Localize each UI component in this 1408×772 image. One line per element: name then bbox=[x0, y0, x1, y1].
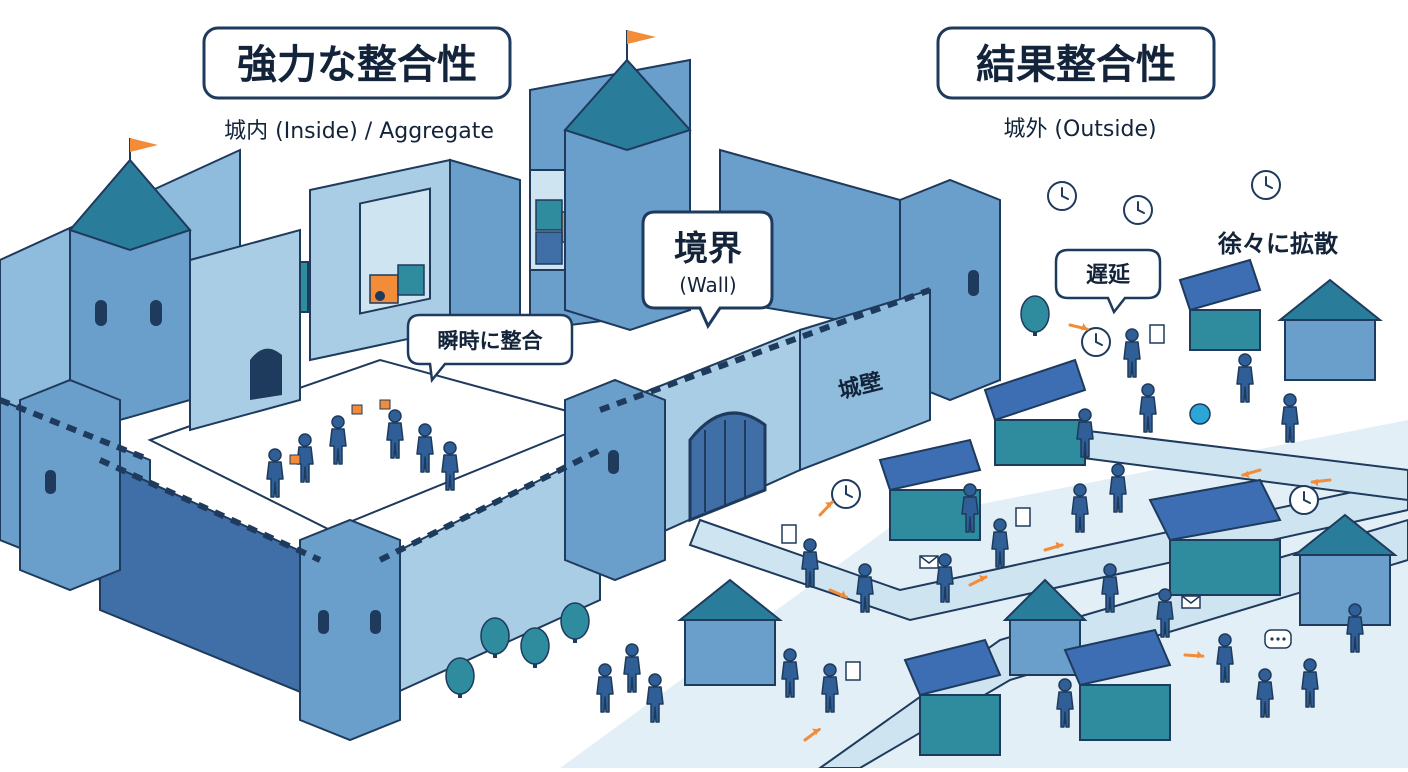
boundary-label: 境界 (Wall) bbox=[643, 212, 772, 326]
eventual-title: 結果整合性 bbox=[976, 42, 1176, 88]
latency-text: 遅延 bbox=[1086, 263, 1131, 288]
instant-label: 瞬時に整合 bbox=[408, 315, 572, 380]
gradual-label: 徐々に拡散 bbox=[1217, 230, 1338, 258]
strong-consistency-label: 強力な整合性 城内 (Inside) / Aggregate bbox=[200, 28, 518, 148]
strong-title: 強力な整合性 bbox=[237, 42, 477, 88]
flag-icon bbox=[627, 30, 656, 60]
latency-label: 遅延 bbox=[1056, 250, 1160, 312]
boundary-subtitle: (Wall) bbox=[679, 273, 736, 297]
eventual-subtitle: 城外 (Outside) bbox=[1003, 117, 1156, 142]
boundary-title: 境界 bbox=[674, 229, 742, 269]
flag-icon bbox=[130, 138, 158, 160]
orb-icon bbox=[1190, 404, 1210, 424]
instant-text: 瞬時に整合 bbox=[438, 329, 544, 353]
gear-icon bbox=[375, 291, 385, 301]
speech-bubble-icon bbox=[1265, 630, 1291, 648]
strong-subtitle: 城内 (Inside) / Aggregate bbox=[224, 119, 494, 144]
eventual-consistency-label: 結果整合性 城外 (Outside) bbox=[938, 28, 1214, 142]
